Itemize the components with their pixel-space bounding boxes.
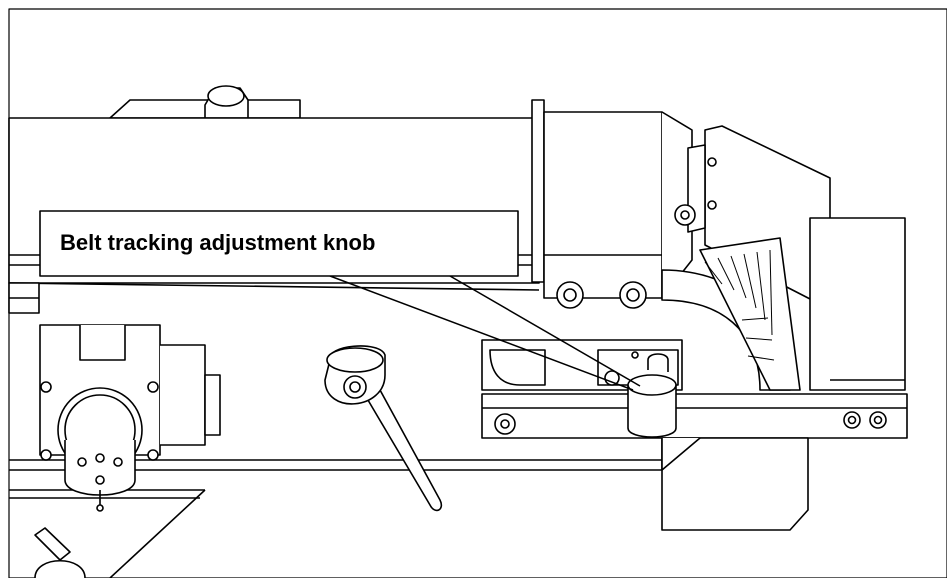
belt-and-pulley [661, 237, 801, 391]
slide-rail [481, 393, 908, 439]
top-clamp-knob [109, 85, 301, 119]
callout-box [39, 210, 519, 277]
tracking-knob [627, 353, 677, 438]
partial-lever [34, 527, 86, 578]
callout-leader [329, 275, 641, 391]
right-frame [809, 217, 906, 391]
left-end-block [8, 282, 40, 314]
t-handle-lever [324, 345, 443, 512]
lower-carriage [661, 437, 809, 531]
electrical-connector [39, 324, 221, 512]
callout-label: Belt tracking adjustment knob [60, 230, 376, 255]
